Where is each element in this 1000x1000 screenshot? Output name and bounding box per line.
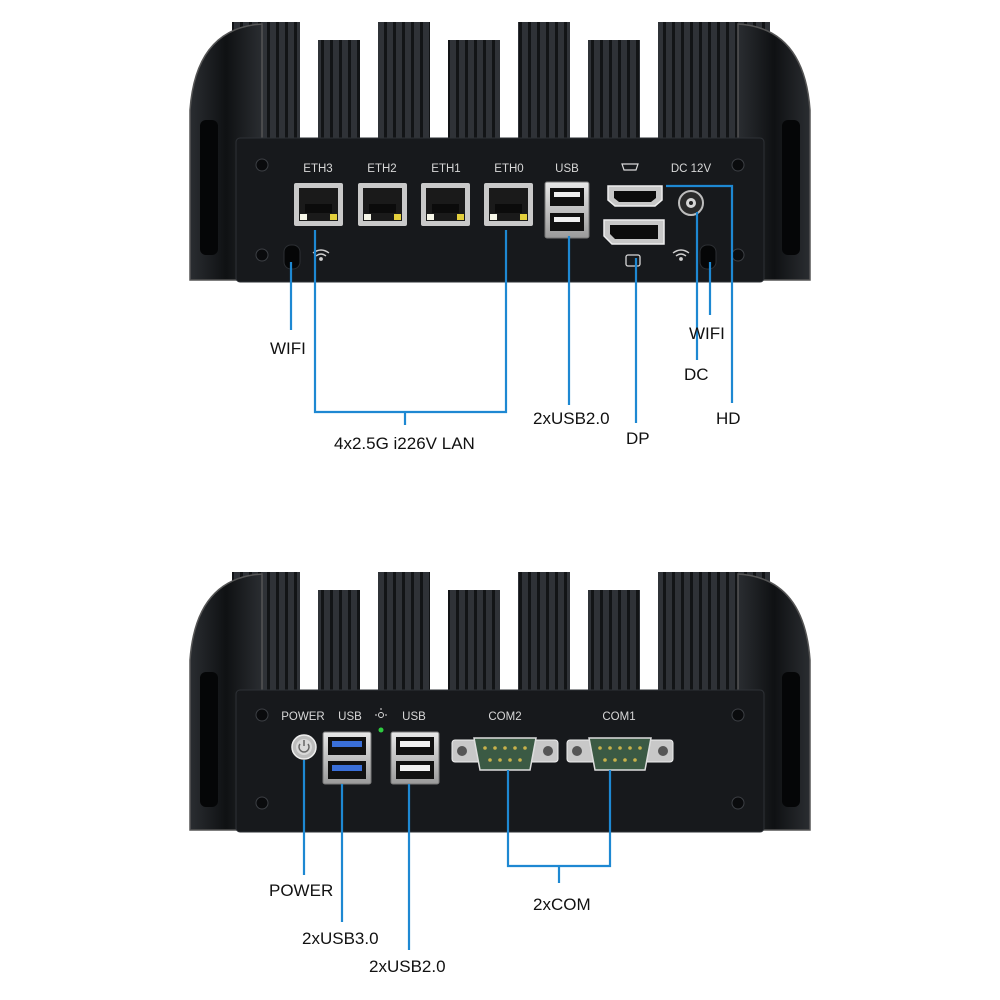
top-leader-lines — [289, 184, 734, 425]
usb2-port-stack-front — [390, 731, 440, 785]
eth0-label: ETH0 — [494, 163, 523, 175]
ethernet-port-eth2 — [358, 183, 407, 226]
com2-panel-label: COM2 — [488, 711, 521, 723]
usb2-panel-label: USB — [402, 711, 426, 723]
hdmi-icon — [621, 163, 639, 171]
wifi-right-callout: WIFI — [689, 324, 725, 343]
power-button[interactable] — [291, 734, 317, 760]
wifi-icon — [672, 249, 690, 261]
bottom-leader-lines — [302, 760, 612, 950]
power-callout: POWER — [269, 881, 334, 900]
bottom-device: POWER USB USB COM2 COM1 — [189, 572, 811, 950]
hd-callout: HD — [716, 409, 741, 428]
eth3-label: ETH3 — [303, 163, 332, 175]
status-led — [378, 727, 384, 733]
displayport-port — [603, 219, 665, 267]
wifi-antenna-right — [699, 244, 717, 270]
usb-label: USB — [555, 163, 579, 175]
com1-serial-port — [566, 737, 674, 771]
usb3-panel-label: USB — [338, 711, 362, 723]
usb2-top-callout: 2xUSB2.0 — [533, 409, 610, 428]
wifi-icon — [312, 249, 330, 261]
eth2-label: ETH2 — [367, 163, 396, 175]
dp-callout: DP — [626, 429, 650, 448]
power-icon — [298, 743, 310, 753]
dc-power-jack — [678, 190, 704, 216]
dc-12v-label: DC 12V — [671, 163, 712, 175]
wifi-left-callout: WIFI — [270, 339, 306, 358]
bottom-heatsink — [232, 572, 770, 690]
com1-panel-label: COM1 — [602, 711, 635, 723]
eth1-label: ETH1 — [431, 163, 460, 175]
lan-callout: 4x2.5G i226V LAN — [334, 434, 475, 453]
usb3-callout: 2xUSB3.0 — [302, 929, 379, 948]
power-panel-label: POWER — [281, 711, 324, 723]
top-heatsink — [232, 22, 770, 140]
com2-serial-port — [451, 737, 559, 771]
usb2-bottom-callout: 2xUSB2.0 — [369, 957, 446, 976]
hdmi-port — [607, 185, 663, 207]
ethernet-port-eth1 — [421, 183, 470, 226]
top-device: ETH3 ETH2 ETH1 ETH0 USB DC 12V — [189, 22, 811, 425]
ethernet-port-eth3 — [294, 183, 343, 226]
led-indicator-icon — [375, 708, 387, 718]
ethernet-port-eth0 — [484, 183, 533, 226]
usb2-port-stack — [544, 181, 590, 239]
com-callout: 2xCOM — [533, 895, 591, 914]
dc-callout: DC — [684, 365, 709, 384]
usb3-port-stack — [322, 731, 372, 785]
